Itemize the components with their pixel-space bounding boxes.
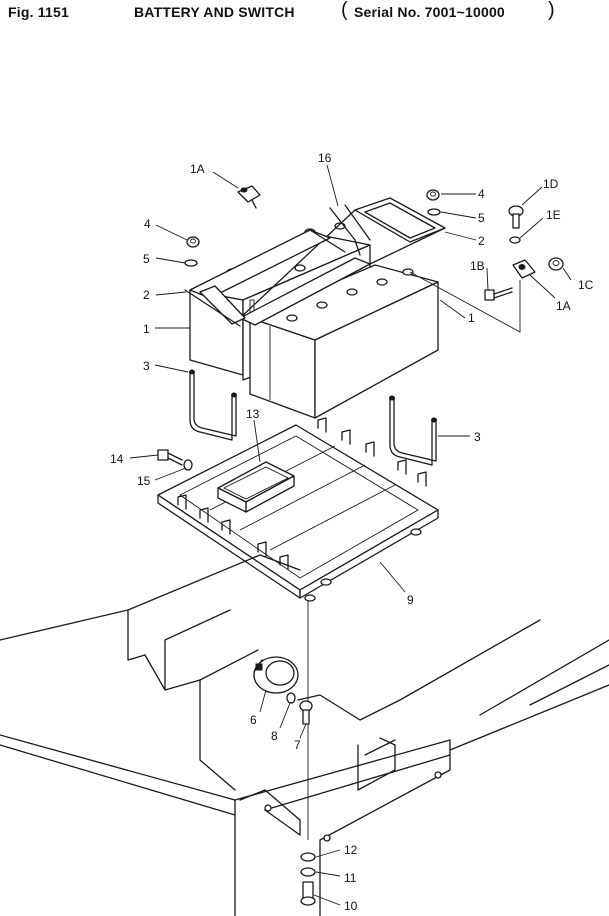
callout-3-right: 3 — [474, 430, 481, 444]
callout-15: 15 — [137, 474, 151, 488]
washer-15 — [183, 459, 193, 471]
callout-3-left: 3 — [143, 359, 150, 373]
callout-1D: 1D — [543, 177, 559, 191]
terminal-bolt-1D — [508, 205, 524, 229]
callout-1B: 1B — [470, 259, 485, 273]
callout-14: 14 — [110, 452, 124, 466]
callout-10: 10 — [344, 899, 358, 913]
bolt-1B — [484, 287, 513, 301]
callout-13: 13 — [246, 407, 260, 421]
callout-8: 8 — [271, 729, 278, 743]
bolt-10 — [300, 881, 316, 906]
washer-8 — [286, 692, 296, 704]
callout-1C: 1C — [578, 278, 594, 292]
hold-down-frame-front — [184, 229, 346, 327]
serial-paren-close: ) — [548, 0, 555, 21]
battery-switch-6 — [253, 656, 299, 694]
bolt-14 — [157, 449, 183, 466]
callout-1A-top: 1A — [190, 162, 205, 176]
figure-title: BATTERY AND SWITCH — [134, 4, 295, 20]
callout-11: 11 — [344, 871, 357, 885]
terminal-clamp-1A-top — [237, 185, 261, 209]
nut-12 — [300, 852, 316, 862]
machine-frame — [0, 554, 609, 916]
serial-range: Serial No. 7001~10000 — [354, 4, 505, 20]
switch-box-13 — [217, 461, 295, 513]
bolt-7 — [299, 700, 313, 725]
washer-11 — [300, 867, 316, 877]
figure-number: Fig. 1151 — [8, 4, 69, 20]
callout-labels: 1A 16 4 5 2 1D 1E 4 5 2 1B 1C 1A 1 1 3 1… — [110, 151, 594, 913]
j-bolt-3-left — [189, 369, 237, 441]
callout-1-right: 1 — [468, 311, 475, 325]
nut-4-right — [426, 189, 440, 201]
callout-2-left: 2 — [143, 288, 150, 302]
callout-5-right: 5 — [478, 211, 485, 225]
callout-5-left: 5 — [143, 252, 150, 266]
callout-7: 7 — [294, 738, 301, 752]
hold-down-frame-rear — [239, 197, 446, 326]
callout-16: 16 — [318, 151, 332, 165]
serial-paren-open: ( — [341, 0, 348, 21]
washer-1E — [509, 236, 521, 244]
terminal-clamp-1A-right — [512, 259, 536, 279]
callout-4-right: 4 — [478, 187, 485, 201]
callout-2-right: 2 — [478, 234, 485, 248]
nut-1C — [548, 257, 564, 271]
callout-6: 6 — [250, 713, 257, 727]
callout-1-left: 1 — [143, 322, 150, 336]
callout-9: 9 — [407, 593, 414, 607]
callout-12: 12 — [344, 843, 358, 857]
washer-5-right — [427, 208, 441, 216]
battery-tray — [157, 417, 439, 602]
washer-5-left — [184, 259, 198, 267]
callout-4-left: 4 — [144, 217, 151, 231]
j-bolt-3-right — [389, 395, 437, 466]
callout-1A-right: 1A — [556, 299, 571, 313]
battery-cable-part-16 — [329, 204, 371, 256]
figure-header: Fig. 1151 BATTERY AND SWITCH ( Serial No… — [0, 0, 609, 26]
callout-1E: 1E — [546, 208, 561, 222]
nut-4-left — [186, 236, 200, 248]
leader-lines — [129, 164, 572, 906]
